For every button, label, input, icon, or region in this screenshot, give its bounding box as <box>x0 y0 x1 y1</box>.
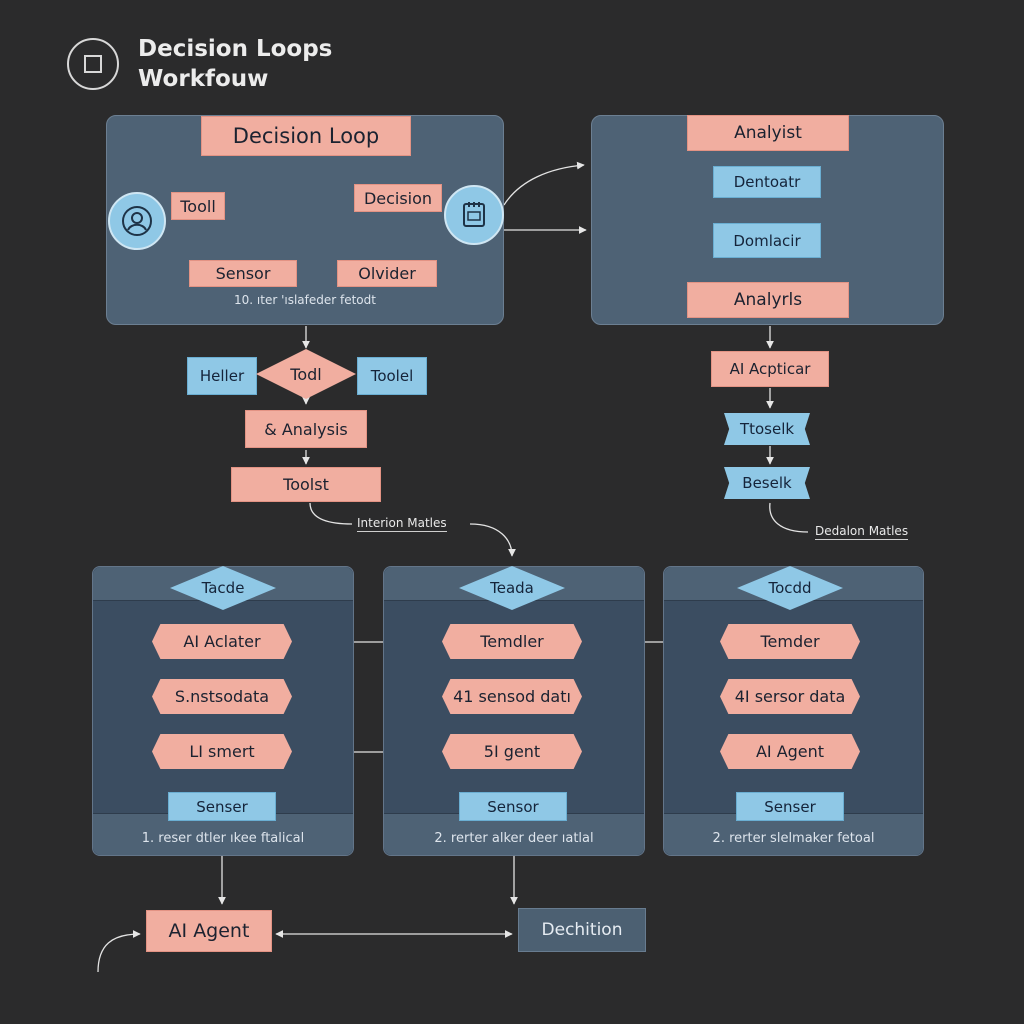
domlacir-node[interactable]: Domlacir <box>713 223 821 258</box>
decision-node[interactable]: Decision <box>354 184 442 212</box>
ai-acpticar-node[interactable]: AI Acpticar <box>711 351 829 387</box>
analysis-node[interactable]: & Analysis <box>245 410 367 448</box>
analyrls-node[interactable]: Analyrls <box>687 282 849 318</box>
document-icon <box>463 202 485 227</box>
app-logo <box>67 38 119 90</box>
page-title: Decision Loops Workfouw <box>138 34 332 94</box>
agent-node-circle[interactable] <box>108 192 166 250</box>
tool-node[interactable]: Tooll <box>171 192 225 220</box>
tool-node-circle[interactable] <box>444 185 504 245</box>
column-3-sensor[interactable]: Senser <box>736 792 844 821</box>
column-2-caption: 2. rerter alker deer ıatlal <box>434 831 594 846</box>
ai-agent-node[interactable]: AI Agent <box>146 910 272 952</box>
column-3-row-1[interactable]: Temder <box>720 624 860 659</box>
dentoatr-node[interactable]: Dentoatr <box>713 166 821 198</box>
olvider-node[interactable]: Olvider <box>337 260 437 287</box>
sensor-node[interactable]: Sensor <box>189 260 297 287</box>
column-1-sensor[interactable]: Senser <box>168 792 276 821</box>
decision-loop-caption: 10. ıter 'ıslafeder fetodt <box>234 293 376 307</box>
beselk-node[interactable]: Beselk <box>724 467 810 499</box>
column-2-row-3[interactable]: 5I gent <box>442 734 582 769</box>
dedalon-label: Dedalon Matles <box>815 524 909 540</box>
toselk-node[interactable]: Ttoselk <box>724 413 810 445</box>
page-title-line1: Decision Loops <box>138 36 333 62</box>
toolst-node[interactable]: Toolst <box>231 467 381 502</box>
column-3-row-2[interactable]: 4I sersor data <box>720 679 860 714</box>
decision-loop-title[interactable]: Decision Loop <box>201 116 411 156</box>
user-icon <box>122 206 152 236</box>
square-icon <box>84 55 102 73</box>
toolel-node[interactable]: Toolel <box>357 357 427 395</box>
page-title-line2: Workfouw <box>138 66 269 92</box>
column-3-row-3[interactable]: AI Agent <box>720 734 860 769</box>
analyist-node[interactable]: Analyist <box>687 115 849 151</box>
column-1-row-1[interactable]: AI Aclater <box>152 624 292 659</box>
interion-label: Interion Matles <box>357 516 447 532</box>
heller-node[interactable]: Heller <box>187 357 257 395</box>
column-1-row-2[interactable]: S.nstsodata <box>152 679 292 714</box>
column-1-row-3[interactable]: LI smert <box>152 734 292 769</box>
column-3-caption: 2. rerter slelmaker fetoal <box>712 831 875 846</box>
column-2-row-1[interactable]: Temdler <box>442 624 582 659</box>
column-2-row-2[interactable]: 41 sensod datı <box>442 679 582 714</box>
column-2-sensor[interactable]: Sensor <box>459 792 567 821</box>
dechition-node[interactable]: Dechition <box>518 908 646 952</box>
column-1-caption: 1. reser dtler ıkee ftalical <box>141 831 305 846</box>
